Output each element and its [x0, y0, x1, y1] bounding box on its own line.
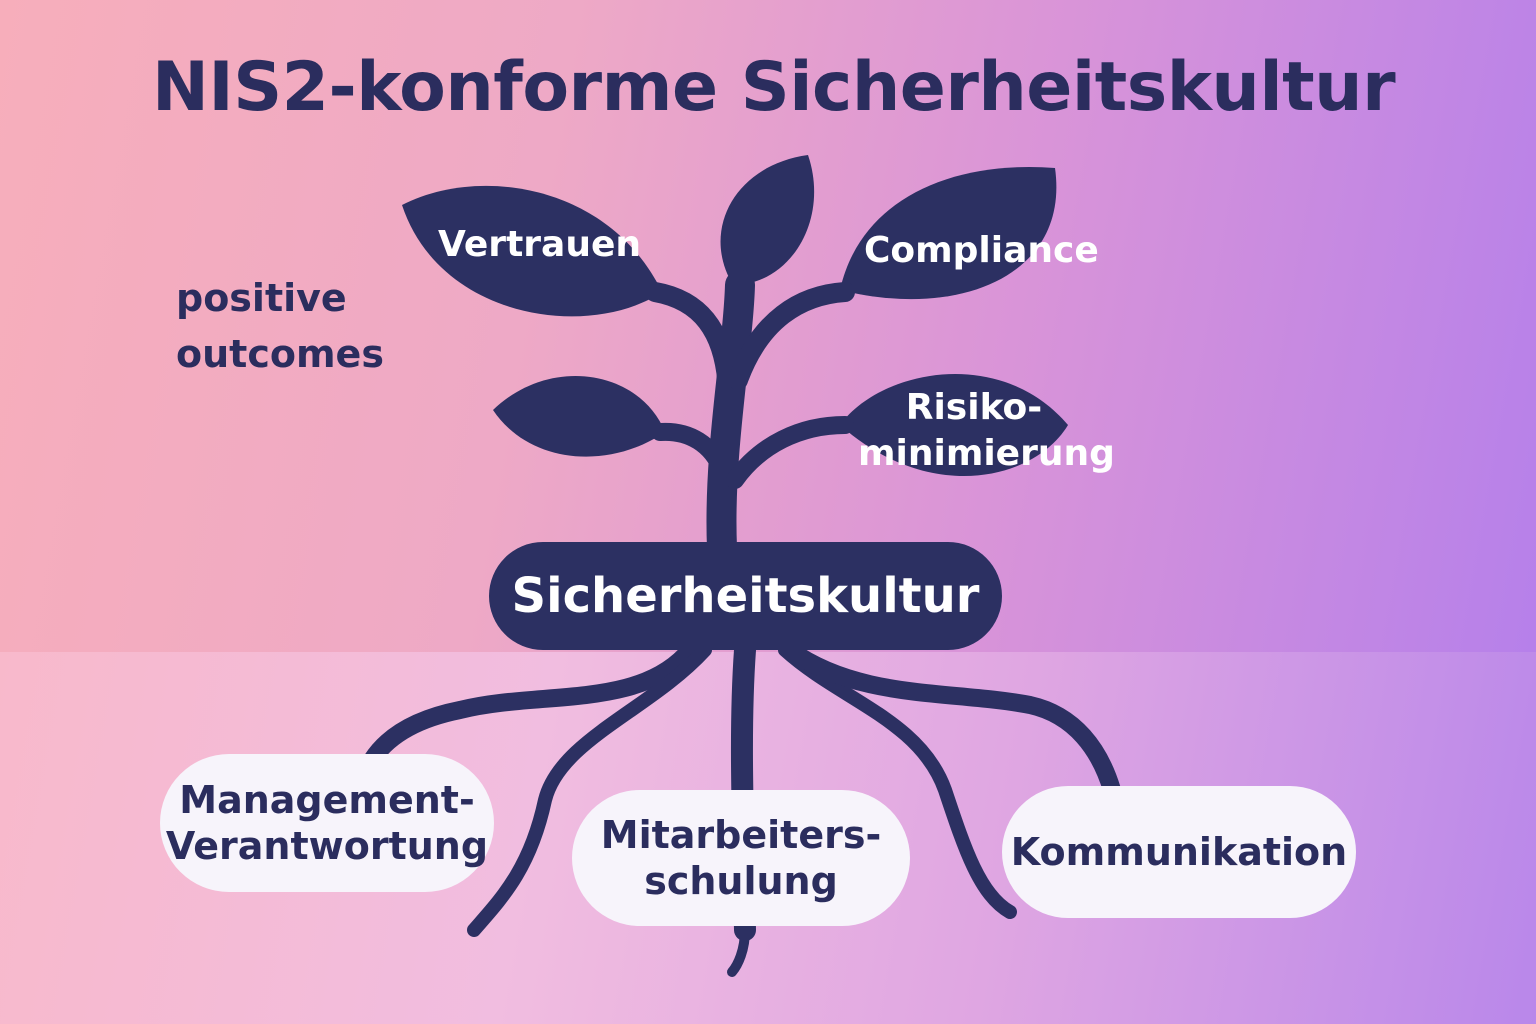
branch-compliance	[728, 282, 855, 390]
root-left-outer	[363, 641, 699, 769]
leaf-label-risiko: Risiko- minimierung	[858, 385, 1115, 477]
leaf-lower-left	[493, 376, 665, 457]
kommunikation-label: Kommunikation	[1010, 830, 1348, 874]
root-pill-kommunikation: Kommunikation	[1002, 786, 1356, 918]
risiko-line-2: minimierung	[858, 433, 1115, 474]
schulung-line-2: schulung	[644, 859, 838, 903]
root-pill-management: Management- Verantwortung	[160, 754, 494, 892]
management-line-1: Management-	[179, 778, 475, 822]
leaf-compliance	[840, 167, 1057, 300]
root-center-tip	[727, 925, 750, 977]
root-right-outer	[781, 641, 1121, 799]
risiko-line-1: Risiko-	[905, 387, 1043, 428]
root-pill-schulung: Mitarbeiters- schulung	[572, 790, 910, 926]
branch-vertrauen	[645, 282, 738, 400]
leaf-label-compliance: Compliance	[864, 230, 1099, 271]
schulung-line-1: Mitarbeiters-	[600, 813, 882, 857]
leaf-label-vertrauen: Vertrauen	[438, 224, 641, 265]
annotation-line-2: outcomes	[176, 332, 384, 376]
leaf-vertrauen	[402, 185, 662, 317]
annotation-line-1: positive	[176, 276, 347, 320]
root-left-inner	[467, 643, 712, 937]
management-line-2: Verantwortung	[165, 824, 489, 868]
leaf-top-center	[720, 155, 815, 285]
branch-risiko	[726, 416, 854, 489]
page-title: NIS2-konforme Sicherheitskultur	[152, 48, 1396, 127]
branch-lower-left	[651, 422, 731, 479]
positive-outcomes-annotation: positive outcomes	[176, 270, 384, 382]
core-label: Sicherheitskultur	[511, 568, 980, 624]
root-right-inner	[778, 643, 1017, 919]
stem-main	[706, 270, 755, 563]
core-sicherheitskultur: Sicherheitskultur	[489, 542, 1002, 650]
leaf-risiko	[840, 373, 1068, 477]
